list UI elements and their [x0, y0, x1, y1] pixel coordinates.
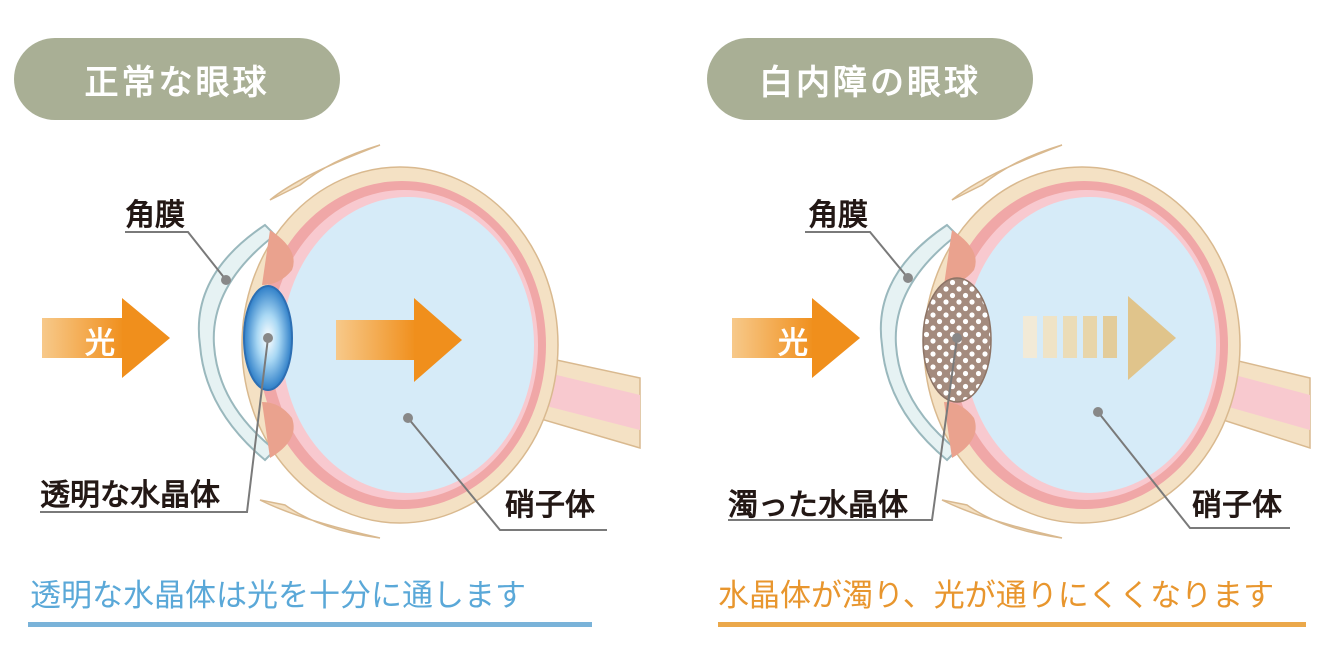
normal-caption: 透明な水晶体は光を十分に通します: [30, 578, 526, 614]
incoming-light-arrow: [732, 298, 860, 378]
cataract-caption: 水晶体が濁り、光が通りにくくなります: [718, 578, 1275, 614]
cataract-eye-panel: 白内障の眼球: [670, 0, 1340, 668]
cataract-caption-underline: [718, 622, 1306, 627]
cornea-label: 角膜: [808, 198, 868, 233]
light-label: 光: [778, 326, 808, 361]
vitreous-label: 硝子体: [1192, 488, 1282, 523]
lens-label: 透明な水晶体: [40, 478, 220, 513]
normal-eye-panel: 正常な眼球: [14, 38, 641, 627]
lens-label: 濁った水晶体: [728, 488, 908, 523]
normal-eye-diagram: [40, 144, 641, 539]
light-label: 光: [85, 326, 115, 361]
cataract-eye-diagram: [728, 144, 1311, 539]
incoming-light-arrow: [42, 298, 170, 378]
vitreous-label: 硝子体: [505, 488, 595, 523]
normal-eye-title: 正常な眼球: [14, 38, 340, 120]
blocked-light-arrow: [1023, 296, 1176, 380]
transmitted-light-arrow: [336, 298, 462, 382]
cornea-label: 角膜: [125, 198, 185, 233]
cataract-eye-title: 白内障の眼球: [707, 38, 1033, 120]
normal-caption-underline: [28, 622, 592, 627]
